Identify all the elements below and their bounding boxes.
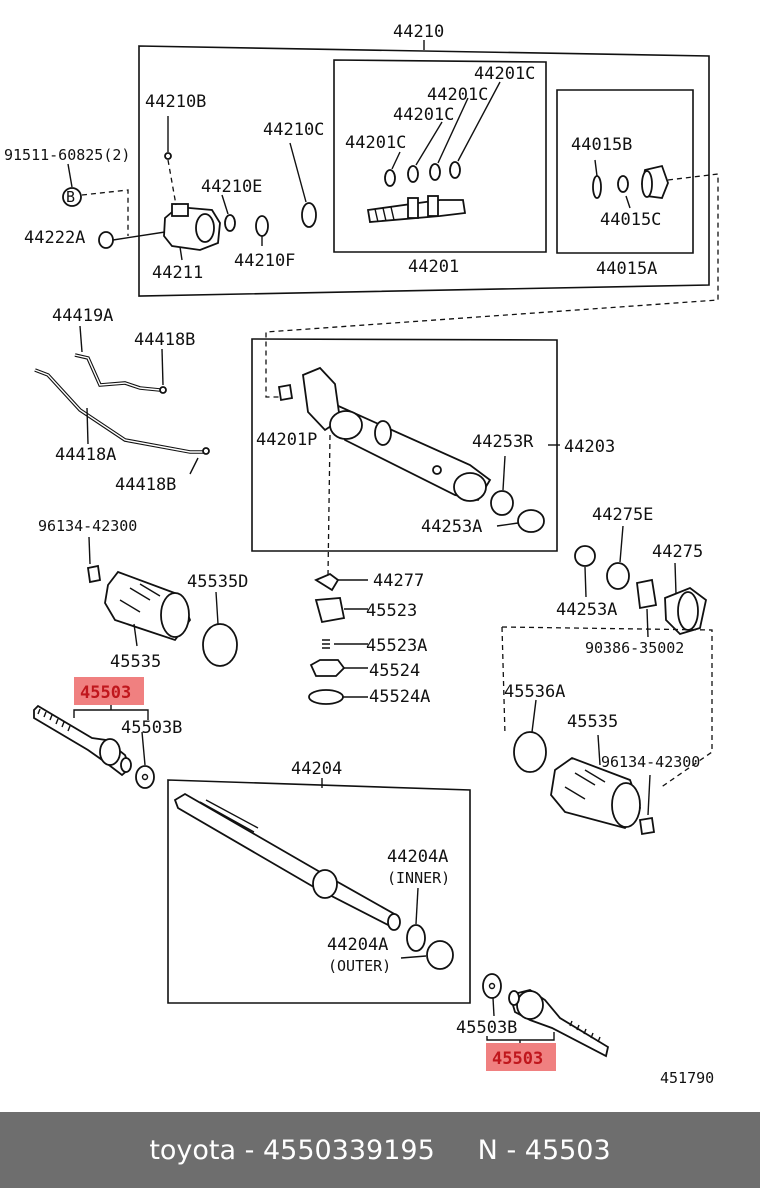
- label-45503B-1[interactable]: 45503B: [121, 718, 182, 738]
- label-44211[interactable]: 44211: [152, 263, 203, 283]
- label-45503B-2[interactable]: 45503B: [456, 1018, 517, 1038]
- bearing-44210F: [255, 215, 269, 237]
- part-number-45503-bottom[interactable]: 45503: [492, 1049, 543, 1069]
- label-b: B: [66, 188, 75, 206]
- label-45524[interactable]: 45524: [369, 661, 420, 681]
- boot-right-group: [501, 626, 713, 836]
- footer-caption: toyota - 4550339195 N - 45503: [149, 1134, 611, 1166]
- bush-90386: [636, 578, 658, 610]
- clamp-96134-left: [86, 564, 102, 584]
- label-44277[interactable]: 44277: [373, 571, 424, 591]
- assembly-44203-group: [251, 338, 560, 576]
- label-91511-60825[interactable]: 91511-60825(2): [4, 146, 130, 164]
- label-44253R[interactable]: 44253R: [472, 432, 534, 452]
- label-44201P[interactable]: 44201P: [256, 430, 317, 450]
- pipe-group: [34, 325, 210, 475]
- plug-44277: [314, 572, 340, 592]
- band-45536A: [513, 731, 547, 773]
- label-44418A[interactable]: 44418A: [55, 445, 116, 465]
- label-45523A[interactable]: 45523A: [366, 636, 427, 656]
- label-451790: 451790: [660, 1069, 714, 1087]
- label-44204A-1[interactable]: 44204A: [387, 847, 448, 867]
- label-90386-35002[interactable]: 90386-35002: [585, 639, 684, 657]
- label-44203[interactable]: 44203: [564, 437, 615, 457]
- label-44201C-4[interactable]: 44201C: [345, 133, 406, 153]
- bolt-44222A: [98, 231, 114, 249]
- oring-44275E: [606, 562, 630, 590]
- label-45535-2[interactable]: 45535: [567, 712, 618, 732]
- seal-44210E: [224, 214, 236, 232]
- label-44015C[interactable]: 44015C: [600, 210, 661, 230]
- seal-44204A-outer: [426, 940, 454, 970]
- label-45524A[interactable]: 45524A: [369, 687, 430, 707]
- label-96134-42300-2[interactable]: 96134-42300: [601, 753, 700, 771]
- assembly-44210-group: [62, 40, 719, 398]
- part-labels: 44210 44210B 91511-60825(2) B 44210C 442…: [4, 22, 714, 1087]
- washer-45503B-right: [482, 973, 502, 999]
- label-45535-1[interactable]: 45535: [110, 652, 161, 672]
- assembly-44204-group: [167, 778, 471, 1004]
- exploded-parts-diagram: 45503: [4, 22, 719, 1087]
- yoke-stack-group: [308, 572, 368, 705]
- label-44015B[interactable]: 44015B: [571, 135, 632, 155]
- label-44201[interactable]: 44201: [408, 257, 459, 277]
- plug-45524: [309, 659, 346, 677]
- band-45535D: [202, 623, 238, 667]
- reference-b-circle: [62, 187, 82, 207]
- label-44015A[interactable]: 44015A: [596, 259, 657, 279]
- label-44210C[interactable]: 44210C: [263, 120, 324, 140]
- oring-44210C: [301, 202, 317, 228]
- label-96134-42300-1[interactable]: 96134-42300: [38, 517, 137, 535]
- label-44275[interactable]: 44275: [652, 542, 703, 562]
- guide-45523: [314, 597, 346, 624]
- label-44210F[interactable]: 44210F: [234, 251, 295, 271]
- seal-44253A-right: [574, 545, 596, 567]
- ring-44015C: [617, 175, 629, 193]
- nut-45524A: [308, 689, 344, 705]
- clamp-96134-right: [638, 816, 656, 836]
- label-44201C-2[interactable]: 44201C: [427, 85, 488, 105]
- label-44204A-2[interactable]: 44204A: [327, 935, 388, 955]
- label-44253A-2[interactable]: 44253A: [556, 600, 617, 620]
- label-44418B-1[interactable]: 44418B: [134, 330, 195, 350]
- highlight-box-bottom: [486, 1043, 556, 1071]
- rack-bar-44204: [173, 792, 400, 930]
- label-45535D[interactable]: 45535D: [187, 572, 248, 592]
- label-44204[interactable]: 44204: [291, 759, 342, 779]
- label-44210E[interactable]: 44210E: [201, 177, 262, 197]
- label-45536A[interactable]: 45536A: [504, 682, 565, 702]
- oring-44204A-inner: [406, 924, 426, 952]
- label-44275E[interactable]: 44275E: [592, 505, 653, 525]
- footer-bar: toyota - 4550339195 N - 45503: [0, 1112, 760, 1188]
- label-outer: (OUTER): [328, 957, 391, 975]
- washer-45503B-left: [135, 765, 155, 789]
- highlight-box-top: [74, 677, 144, 705]
- seal-44253R: [490, 490, 514, 516]
- label-44253A-1[interactable]: 44253A: [421, 517, 482, 537]
- label-44201C-1[interactable]: 44201C: [474, 64, 535, 84]
- label-45523[interactable]: 45523: [366, 601, 417, 621]
- cap-44201P: [277, 383, 294, 402]
- label-44222A[interactable]: 44222A: [24, 228, 85, 248]
- label-44210B[interactable]: 44210B: [145, 92, 206, 112]
- tie-rod-left-group: 45503: [33, 677, 155, 789]
- part-number-45503-top[interactable]: 45503: [80, 683, 131, 703]
- label-44418B-2[interactable]: 44418B: [115, 475, 176, 495]
- label-44419A[interactable]: 44419A: [52, 306, 113, 326]
- seal-44253A: [517, 509, 545, 533]
- boot-left-group: [86, 536, 238, 667]
- pin-44210B: [164, 152, 172, 160]
- tie-rod-right-group: 45503: [482, 973, 610, 1071]
- label-44210[interactable]: 44210: [393, 22, 444, 42]
- seal-44015B: [592, 175, 602, 199]
- seal-right-group: [574, 525, 708, 638]
- label-inner: (INNER): [387, 869, 450, 887]
- label-44201C-3[interactable]: 44201C: [393, 105, 454, 125]
